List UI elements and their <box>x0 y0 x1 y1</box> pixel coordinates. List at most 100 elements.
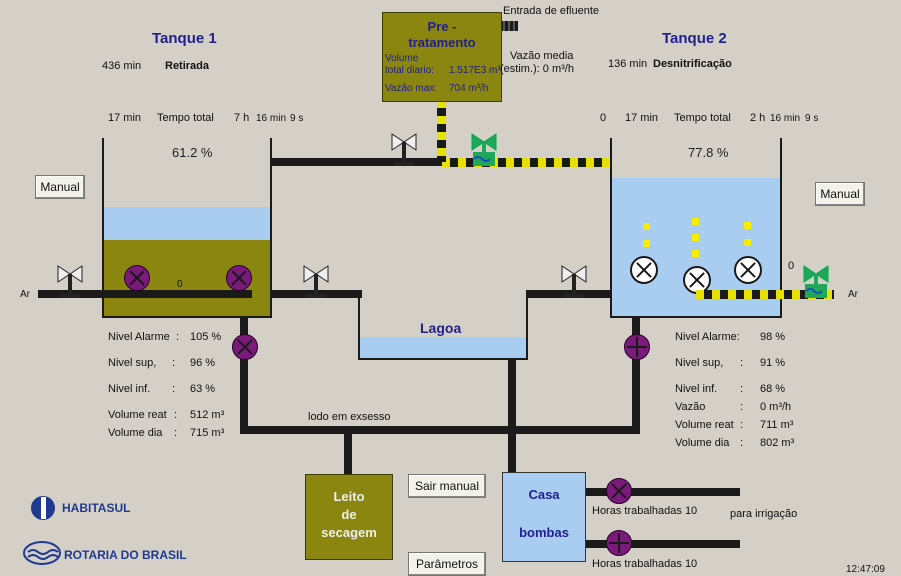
pump1-hours: Horas trabalhadas 10 <box>592 505 698 517</box>
lagoon-water <box>360 337 526 358</box>
tank2-inf-sep: : <box>740 383 744 395</box>
tank2-sup-value: 91 % <box>760 357 786 369</box>
header-pipe-active <box>442 158 610 167</box>
drying-bed-feed-pipe <box>344 430 352 474</box>
tank1-total-min: 16 min <box>256 113 287 124</box>
tank2-elapsed: 17 min <box>625 112 659 124</box>
tank2-vol-reat-label: Volume reat <box>675 419 734 431</box>
tank1-phase: Retirada <box>165 60 210 72</box>
lagoon-outlet-pipe <box>508 360 516 472</box>
tank2-zero-top: 0 <box>600 112 607 124</box>
parameters-button[interactable]: Parâmetros <box>408 552 486 576</box>
tank2-title: Tanque 2 <box>662 30 727 47</box>
header-pipe <box>272 158 442 166</box>
tank1-zero-label: 0 <box>177 279 183 290</box>
tank2-manual-button[interactable]: Manual <box>815 182 865 206</box>
pretreatment-max-label: Vazão max: <box>385 83 438 94</box>
inlet-label: Entrada de efluente <box>503 5 600 17</box>
tank2-flow-value: 0 m³/h <box>760 401 792 413</box>
drying-bed-line3: secagem <box>321 525 377 540</box>
tank1-alarm-value: 105 % <box>190 331 222 343</box>
tank2-vol-dia-value: 802 m³ <box>760 437 795 449</box>
lagoon-wall-left <box>358 290 360 360</box>
tank2-wall-left <box>610 138 612 318</box>
tank1-drain-pipe <box>240 318 248 430</box>
tank1-sup-sep: : <box>172 357 176 369</box>
inlet-flow-label: Vazão media <box>510 50 574 62</box>
tank2-inf-value: 68 % <box>760 383 786 395</box>
header-valve-active-icon[interactable] <box>470 132 498 174</box>
tank2-sup-label: Nivel sup, <box>675 357 724 369</box>
tank1-title: Tanque 1 <box>152 30 217 47</box>
pump-house-box[interactable]: Casa bombas <box>502 472 586 562</box>
air-valve-right-active-icon[interactable] <box>802 264 830 306</box>
drying-bed-box[interactable]: Leito de secagem <box>305 474 393 560</box>
tank1-elapsed: 17 min <box>108 112 142 124</box>
mixer-1-icon[interactable] <box>630 256 658 284</box>
tank1-manual-button[interactable]: Manual <box>35 175 85 199</box>
pretreatment-volume-label: Volume <box>385 53 419 64</box>
mixer-3-icon[interactable] <box>734 256 762 284</box>
tank2-wall-right <box>780 138 782 318</box>
aeration-bubble <box>643 223 650 230</box>
lagoon-wall-bottom <box>358 358 528 360</box>
inlet-pipe <box>500 21 518 31</box>
tank2-outlet-valve-icon[interactable] <box>560 264 588 306</box>
tank2-total-h: 2 h <box>750 112 766 124</box>
tank2-alarm-label: Nivel Alarme: <box>675 331 740 343</box>
aeration-bubble <box>692 250 699 257</box>
tank1-vol-dia-label: Volume dia <box>108 427 163 439</box>
return-pump-icon[interactable] <box>606 530 632 556</box>
air-valve-left-icon[interactable] <box>56 264 84 306</box>
tank1-inf-value: 63 % <box>190 383 216 395</box>
tank1-vol-reat-value: 512 m³ <box>190 409 225 421</box>
aeration-bubble <box>692 218 699 225</box>
tank2-level-percent: 77.8 % <box>688 145 729 160</box>
tank2-alarm-value: 98 % <box>760 331 786 343</box>
tank2-total-label: Tempo total <box>674 112 731 124</box>
tank1-mixer-pump-2-icon[interactable] <box>226 265 252 291</box>
air-line-left <box>38 290 252 298</box>
tank2-vol-dia-label: Volume dia <box>675 437 730 449</box>
pump2-hours: Horas trabalhadas 10 <box>592 558 698 570</box>
tank2-vol-dia-sep: : <box>740 437 744 449</box>
habitasul-logo-text: HABITASUL <box>62 501 131 515</box>
tank2-phase-time: 136 min <box>608 58 648 70</box>
lagoon-title: Lagoa <box>420 320 462 336</box>
tank2-drain-pump-icon[interactable] <box>624 334 650 360</box>
tank1-vol-reat-label: Volume reat <box>108 409 167 421</box>
header-valve-icon[interactable] <box>390 132 418 174</box>
irrigation-pump-icon[interactable] <box>606 478 632 504</box>
tank1-vol-reat-sep: : <box>174 409 178 421</box>
tank1-vol-dia-sep: : <box>174 427 178 439</box>
pretreatment-max-value: 704 m³/h <box>449 83 489 94</box>
aeration-bubble <box>744 222 751 229</box>
inlet-flow-value: (estim.): 0 m³/h <box>500 63 574 75</box>
tank1-inf-label: Nivel inf. <box>108 383 151 395</box>
pump-house-line2: bombas <box>519 525 569 540</box>
return-pipe <box>584 540 740 548</box>
air-line-right-active <box>696 290 834 299</box>
irrigation-pipe <box>584 488 740 496</box>
tank1-drain-pump-icon[interactable] <box>232 334 258 360</box>
exit-manual-button[interactable]: Sair manual <box>408 474 486 498</box>
tank2-flow-label: Vazão <box>675 401 706 413</box>
aeration-bubble <box>643 240 650 247</box>
tank1-outlet-valve-icon[interactable] <box>302 264 330 306</box>
tank1-mixer-pump-1-icon[interactable] <box>124 265 150 291</box>
tank1-phase-time: 436 min <box>102 60 142 72</box>
tank1-total-s: 9 s <box>290 113 304 124</box>
tank2-total-min: 16 min <box>770 113 801 124</box>
tank2-zero-right: 0 <box>788 260 795 272</box>
excess-sludge-label: lodo em exsesso <box>308 411 391 423</box>
tank2-sup-sep: : <box>740 357 744 369</box>
aeration-bubble <box>744 239 751 246</box>
clock: 12:47:09 <box>846 564 885 575</box>
air-label-left: Ar <box>20 289 30 300</box>
pretreatment-box[interactable]: Pre - tratamento Volume total diario: 1.… <box>382 12 502 102</box>
tank1-sup-value: 96 % <box>190 357 216 369</box>
tank1-alarm-label: Nivel Alarme <box>108 331 170 343</box>
tank1-wall-left <box>102 138 104 318</box>
tank1-vol-dia-value: 715 m³ <box>190 427 225 439</box>
